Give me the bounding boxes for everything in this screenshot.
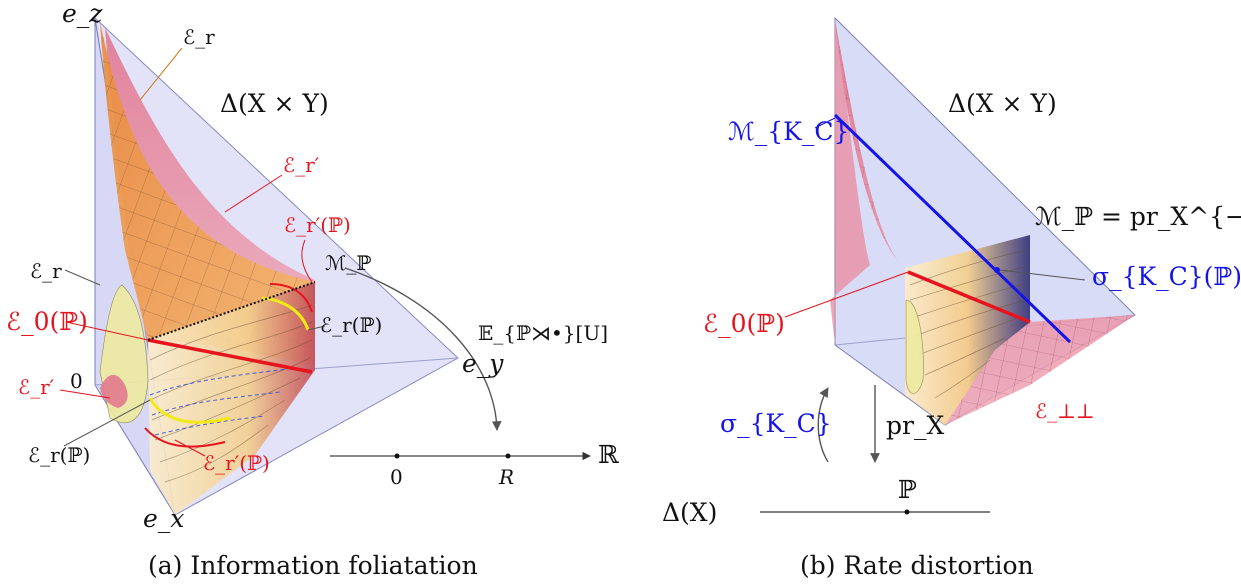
caption-a: (a) Information foliatation xyxy=(148,551,478,580)
label-origin: 0 xyxy=(70,369,83,393)
label-axis-R: R xyxy=(498,465,514,489)
surface-e-r-prime-left xyxy=(100,374,128,408)
curve-yellow-e-r-p-bottom xyxy=(148,397,231,424)
label-simplex-b: Δ(X × Y) xyxy=(948,89,1057,118)
label-e-rp-p-bottom: ℰ_r′(ℙ) xyxy=(203,451,270,475)
label-expectation: 𝔼_{ℙ⋊•}[U] xyxy=(478,321,608,345)
arrow-expectation xyxy=(344,267,502,431)
label-axis-reals: ℝ xyxy=(598,440,619,469)
line-dotted-m-p xyxy=(147,281,316,341)
label-sigma-kc: σ_{K_C} xyxy=(720,409,832,438)
label-e-r-p-bottom: ℰ_r(ℙ) xyxy=(28,443,90,467)
label-simplex-a: Δ(X × Y) xyxy=(220,89,329,118)
plane-m-p xyxy=(148,282,315,515)
label-e-r-left: ℰ_r xyxy=(30,259,62,283)
leaders-b xyxy=(784,117,1086,318)
label-P: ℙ xyxy=(898,475,917,504)
label-e-rp-mid: ℰ_r′ xyxy=(283,153,320,177)
point-sigma-kc-p xyxy=(994,267,1000,273)
label-m-p: ℳ_ℙ xyxy=(325,251,371,275)
curve-red-e-rp-p-bottom xyxy=(144,427,226,448)
dashed-contours xyxy=(149,367,296,436)
arrow-sigma-kc xyxy=(817,387,829,463)
label-ez: e_z xyxy=(62,0,103,28)
label-axis-zero: 0 xyxy=(390,465,403,489)
label-ex: e_x xyxy=(143,504,184,533)
line-e0-p xyxy=(147,338,313,374)
surface-yellow-b xyxy=(905,299,924,394)
curve-red-e-rp-p-top xyxy=(269,283,313,313)
tick-zero xyxy=(394,453,400,459)
point-P xyxy=(904,509,910,515)
label-e-rp-p-top: ℰ_r′(ℙ) xyxy=(284,213,351,237)
leaders-a xyxy=(59,47,326,457)
label-m-p-eq: ℳ_ℙ = pr_X^{−1}(ℙ) xyxy=(1035,202,1241,231)
label-e-r-top: ℰ_r xyxy=(183,25,215,49)
tick-R xyxy=(505,453,511,459)
panel-b: ℳ_{K_C} Δ(X × Y) ℳ_ℙ = pr_X^{−1}(ℙ) σ_{K… xyxy=(662,16,1241,580)
line-e0-p-b xyxy=(907,270,1031,324)
label-delta-x: Δ(X) xyxy=(662,498,717,527)
curve-yellow-e-r-p-top xyxy=(261,296,310,331)
panel-a: e_z e_y e_x 0 Δ(X × Y) ℰ_r ℰ_r′ ℰ_r′(ℙ) … xyxy=(6,0,619,580)
caption-b: (b) Rate distortion xyxy=(800,551,1034,580)
surface-e-r-grid xyxy=(100,22,315,365)
label-ey: e_y xyxy=(462,349,504,378)
label-sigma-kc-p: σ_{K_C}(ℙ) xyxy=(1092,262,1241,291)
label-e0-p: ℰ_0(ℙ) xyxy=(6,307,88,336)
label-pr-x: pr_X xyxy=(886,411,944,440)
line-m-kc xyxy=(833,113,1072,344)
label-e-perp: ℰ_⊥⊥ xyxy=(1035,399,1095,423)
label-m-kc: ℳ_{K_C} xyxy=(728,117,849,146)
label-e-rp-left: ℰ_r′ xyxy=(18,375,55,399)
surface-left-sheet xyxy=(830,20,870,345)
label-e0-p-b: ℰ_0(ℙ) xyxy=(703,309,785,338)
label-e-r-p-right: ℰ_r(ℙ) xyxy=(320,313,382,337)
